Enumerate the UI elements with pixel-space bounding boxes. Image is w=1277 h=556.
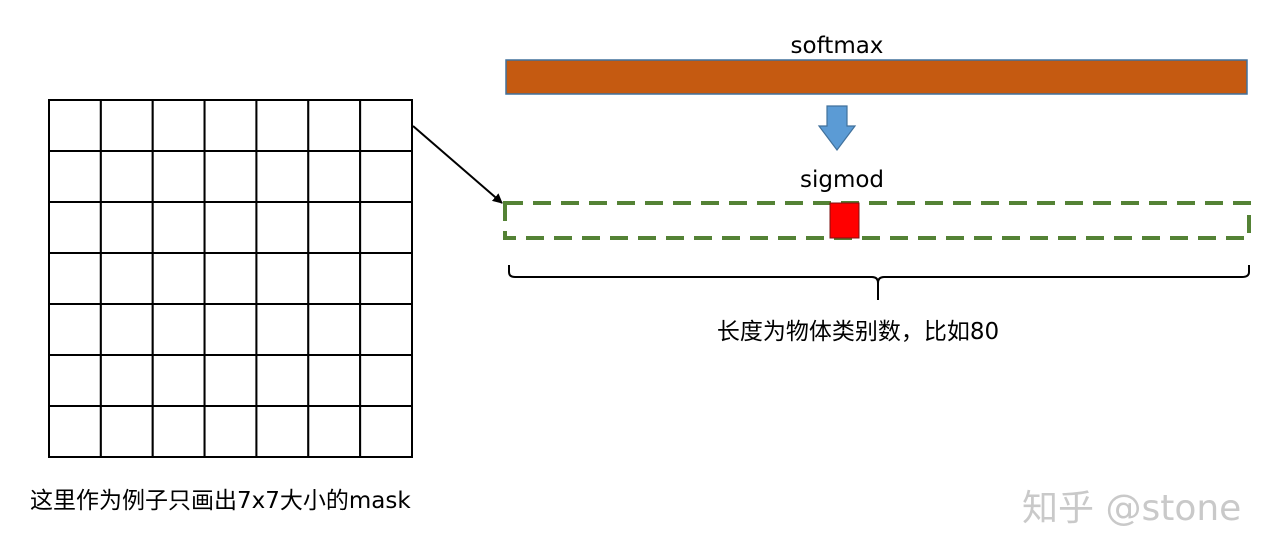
mask-cell bbox=[151, 354, 206, 407]
mask-cell bbox=[151, 252, 206, 305]
mask-cell bbox=[151, 201, 206, 254]
mask-cell bbox=[48, 99, 102, 152]
mask-cell bbox=[255, 303, 310, 356]
mask-cell bbox=[307, 201, 362, 254]
mask-cell bbox=[359, 405, 413, 458]
mask-cell bbox=[99, 354, 154, 407]
mask-cell bbox=[307, 252, 362, 305]
mask-cell bbox=[359, 354, 413, 407]
mask-cell bbox=[203, 150, 258, 203]
mask-cell bbox=[307, 99, 362, 152]
mask-cell bbox=[48, 150, 102, 203]
mask-cell bbox=[48, 252, 102, 305]
mask-cell bbox=[203, 405, 258, 458]
mask-cell bbox=[203, 354, 258, 407]
mask-cell bbox=[48, 201, 102, 254]
mask-cell bbox=[203, 99, 258, 152]
softmax-label: softmax bbox=[791, 33, 884, 59]
mask-cell bbox=[203, 201, 258, 254]
mask-cell bbox=[151, 405, 206, 458]
length-brace bbox=[508, 265, 1250, 300]
selected-class-cell bbox=[829, 202, 860, 239]
mask-cell bbox=[99, 405, 154, 458]
mask-cell bbox=[359, 99, 413, 152]
mask-cell bbox=[255, 99, 310, 152]
mask-cell bbox=[203, 252, 258, 305]
watermark: 知乎 @stone bbox=[1022, 488, 1241, 529]
mask-cell bbox=[151, 303, 206, 356]
mask-grid bbox=[48, 99, 413, 458]
mask-cell bbox=[99, 150, 154, 203]
mask-cell bbox=[151, 150, 206, 203]
mask-cell bbox=[359, 252, 413, 305]
mask-cell bbox=[99, 252, 154, 305]
mask-cell bbox=[99, 201, 154, 254]
sigmoid-dashed-box bbox=[503, 201, 1251, 240]
mask-cell bbox=[359, 303, 413, 356]
mask-cell bbox=[99, 303, 154, 356]
length-note: 长度为物体类别数，比如80 bbox=[717, 319, 999, 345]
mask-cell bbox=[255, 252, 310, 305]
mask-cell bbox=[48, 354, 102, 407]
mask-cell bbox=[307, 405, 362, 458]
mask-cell bbox=[151, 99, 206, 152]
mask-cell bbox=[359, 201, 413, 254]
down-arrow-icon bbox=[817, 105, 857, 151]
mask-cell bbox=[255, 150, 310, 203]
mask-cell bbox=[307, 303, 362, 356]
sigmod-label: sigmod bbox=[800, 167, 884, 193]
mask-cell bbox=[255, 354, 310, 407]
mask-cell bbox=[359, 150, 413, 203]
mask-cell bbox=[99, 99, 154, 152]
mask-cell bbox=[307, 150, 362, 203]
grid-caption: 这里作为例子只画出7x7大小的mask bbox=[30, 488, 411, 514]
mask-cell bbox=[307, 354, 362, 407]
mask-cell bbox=[255, 405, 310, 458]
softmax-bar bbox=[505, 59, 1248, 95]
mask-cell bbox=[48, 405, 102, 458]
connector-arrow bbox=[412, 125, 503, 204]
mask-cell bbox=[255, 201, 310, 254]
mask-cell bbox=[203, 303, 258, 356]
mask-cell bbox=[48, 303, 102, 356]
